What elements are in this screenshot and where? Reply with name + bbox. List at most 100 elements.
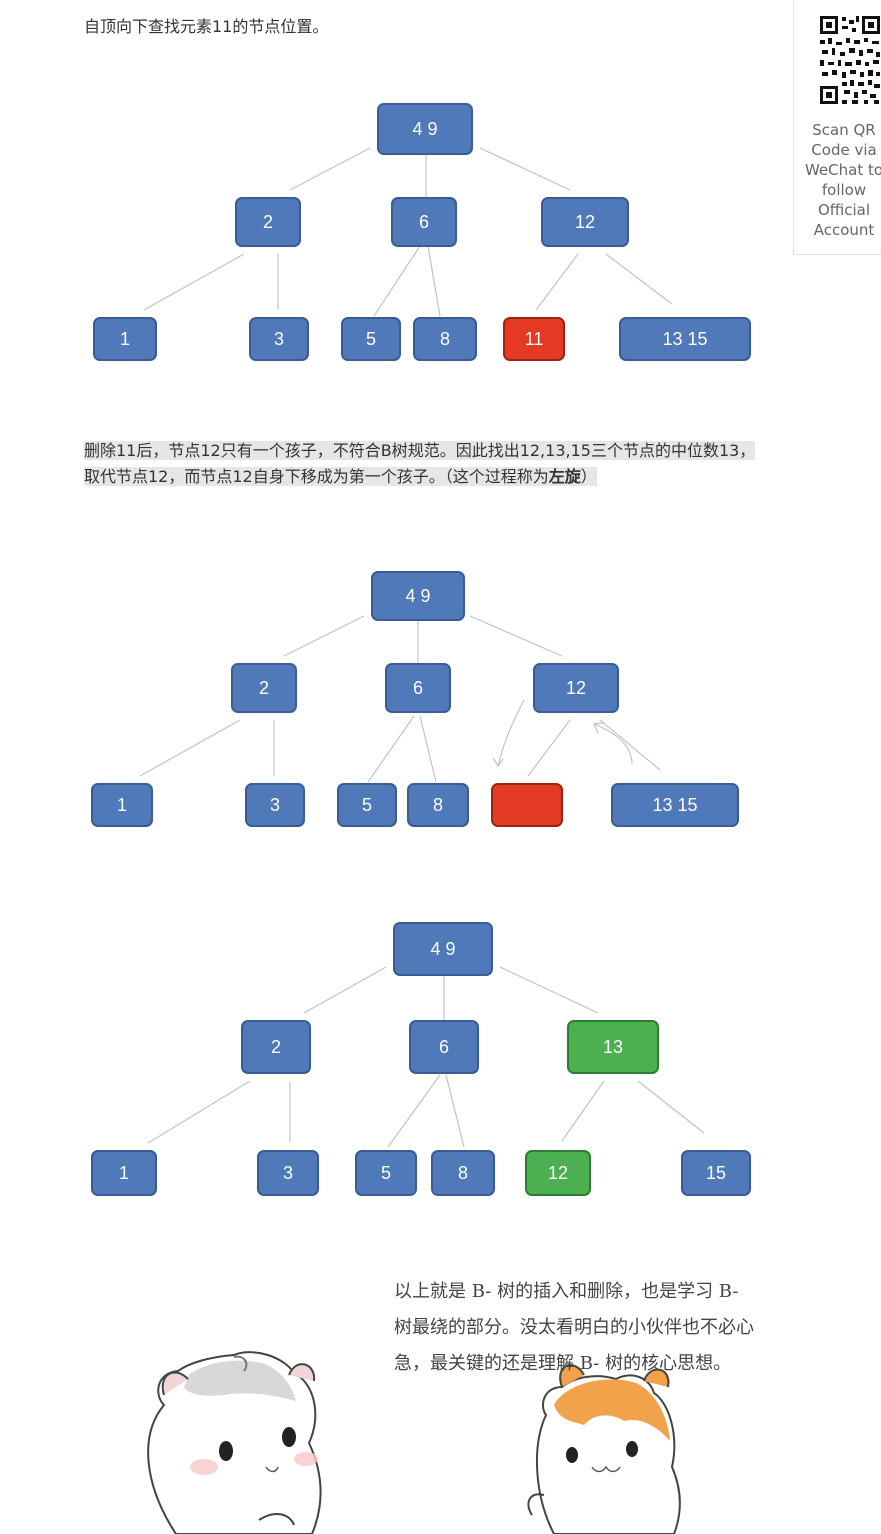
tree-node-box <box>525 1150 591 1196</box>
tree-node: 1 <box>93 317 157 361</box>
tree-node-label: 6 <box>419 212 429 232</box>
btree-diagram-rotate: 4 9 2 6 12 1 3 5 8 13 15 <box>91 571 739 827</box>
qr-caption: Scan QR Code via WeChat to follow Offici… <box>804 121 881 239</box>
tree-node-label: 3 <box>283 1163 293 1183</box>
tree-edge <box>445 1074 465 1148</box>
tree-node: 11 <box>503 317 565 361</box>
tree-edge <box>599 719 661 771</box>
tree-node-label: 5 <box>381 1163 391 1183</box>
tree-node: 3 <box>249 317 309 361</box>
tree-node-box <box>409 1020 479 1074</box>
hamster-drawing <box>147 1351 681 1534</box>
gray-hamster-icon <box>147 1351 322 1534</box>
tree-node-box <box>249 317 309 361</box>
explanation-main: 删除11后，节点12只有一个孩子，不符合B树规范。因此找出12,13,15三个节… <box>84 441 756 486</box>
tree-node-box <box>91 783 153 827</box>
tree-node-label: 8 <box>458 1163 468 1183</box>
tree-node-label: 5 <box>366 329 376 349</box>
tree-node-label: 6 <box>413 678 423 698</box>
tree-node-label: 3 <box>274 329 284 349</box>
tree-node: 4 9 <box>393 922 493 976</box>
tree-node-label: 2 <box>271 1037 281 1057</box>
tree-node: 13 <box>567 1020 659 1074</box>
tree-node: 2 <box>241 1020 311 1074</box>
tree-node-box <box>503 317 565 361</box>
tree-node: 5 <box>341 317 401 361</box>
move-down-arrow-icon <box>497 699 525 767</box>
tree-node-box <box>391 197 457 247</box>
tree-node: 4 9 <box>371 571 465 621</box>
tree-node: 4 9 <box>377 103 473 155</box>
tree-edge <box>419 715 437 783</box>
tree-node-box <box>337 783 397 827</box>
tree-edge <box>469 615 563 657</box>
btree-figure-rotate: 4 9 2 6 12 1 3 5 8 13 15 <box>84 560 764 850</box>
tree-node: 3 <box>245 783 305 827</box>
move-up-arrow-icon <box>593 723 633 765</box>
tree-edge <box>139 719 241 777</box>
tree-node-box <box>491 783 563 827</box>
tree-edge <box>427 245 441 317</box>
tree-node: 1 <box>91 783 153 827</box>
tree-node-box <box>257 1150 319 1196</box>
tree-node: 8 <box>431 1150 495 1196</box>
tree-node: 8 <box>407 783 469 827</box>
tree-edge <box>283 615 365 657</box>
tree-node <box>491 783 563 827</box>
intro-text: 自顶向下查找元素11的节点位置。 <box>84 17 329 36</box>
tree-node-label: 11 <box>525 329 544 349</box>
tree-node-label: 1 <box>120 329 130 349</box>
tree-edge <box>605 253 673 305</box>
tree-node: 12 <box>525 1150 591 1196</box>
tree-edge <box>527 719 571 777</box>
tree-edge <box>637 1080 705 1134</box>
tree-node-box <box>385 663 451 713</box>
tree-node: 13 15 <box>619 317 751 361</box>
tree-node-label: 1 <box>119 1163 129 1183</box>
tree-node-box <box>611 783 739 827</box>
tree-node: 3 <box>257 1150 319 1196</box>
hamster-illustration <box>84 1245 764 1534</box>
tree-node-label: 4 9 <box>412 119 437 139</box>
tree-node-label: 13 <box>603 1037 623 1057</box>
tree-node: 5 <box>337 783 397 827</box>
qr-code-icon <box>818 14 881 106</box>
tree-node-box <box>377 103 473 155</box>
tree-node-label: 12 <box>575 212 595 232</box>
tree-node: 13 15 <box>611 783 739 827</box>
explanation-text: 删除11后，节点12只有一个孩子，不符合B树规范。因此找出12,13,15三个节… <box>84 438 764 490</box>
tree-edge <box>367 715 415 783</box>
tree-edge <box>535 253 579 311</box>
tree-node-label: 15 <box>706 1163 726 1183</box>
tree-node: 6 <box>385 663 451 713</box>
tree-node: 2 <box>235 197 301 247</box>
tree-node-box <box>93 317 157 361</box>
tree-node-box <box>393 922 493 976</box>
tree-node-label: 6 <box>439 1037 449 1057</box>
tree-node-box <box>235 197 301 247</box>
tree-node-label: 4 9 <box>405 586 430 606</box>
tree-node: 12 <box>533 663 619 713</box>
tree-node-label: 2 <box>259 678 269 698</box>
tree-node-box <box>533 663 619 713</box>
tree-edge <box>289 147 371 191</box>
arrow-head-icon <box>492 757 504 768</box>
tree-edge <box>373 245 421 317</box>
tree-node: 12 <box>541 197 629 247</box>
tree-node-label: 13 15 <box>662 329 707 349</box>
tree-node-label: 5 <box>362 795 372 815</box>
tree-node-box <box>245 783 305 827</box>
tree-node: 1 <box>91 1150 157 1196</box>
tree-node-label: 1 <box>117 795 127 815</box>
tree-node: 15 <box>681 1150 751 1196</box>
tree-node-box <box>413 317 477 361</box>
tree-node-label: 13 15 <box>652 795 697 815</box>
tree-node-label: 12 <box>566 678 586 698</box>
tree-node-box <box>341 317 401 361</box>
tree-node-label: 3 <box>270 795 280 815</box>
arrow-head-icon <box>593 722 604 734</box>
tree-node-box <box>619 317 751 361</box>
